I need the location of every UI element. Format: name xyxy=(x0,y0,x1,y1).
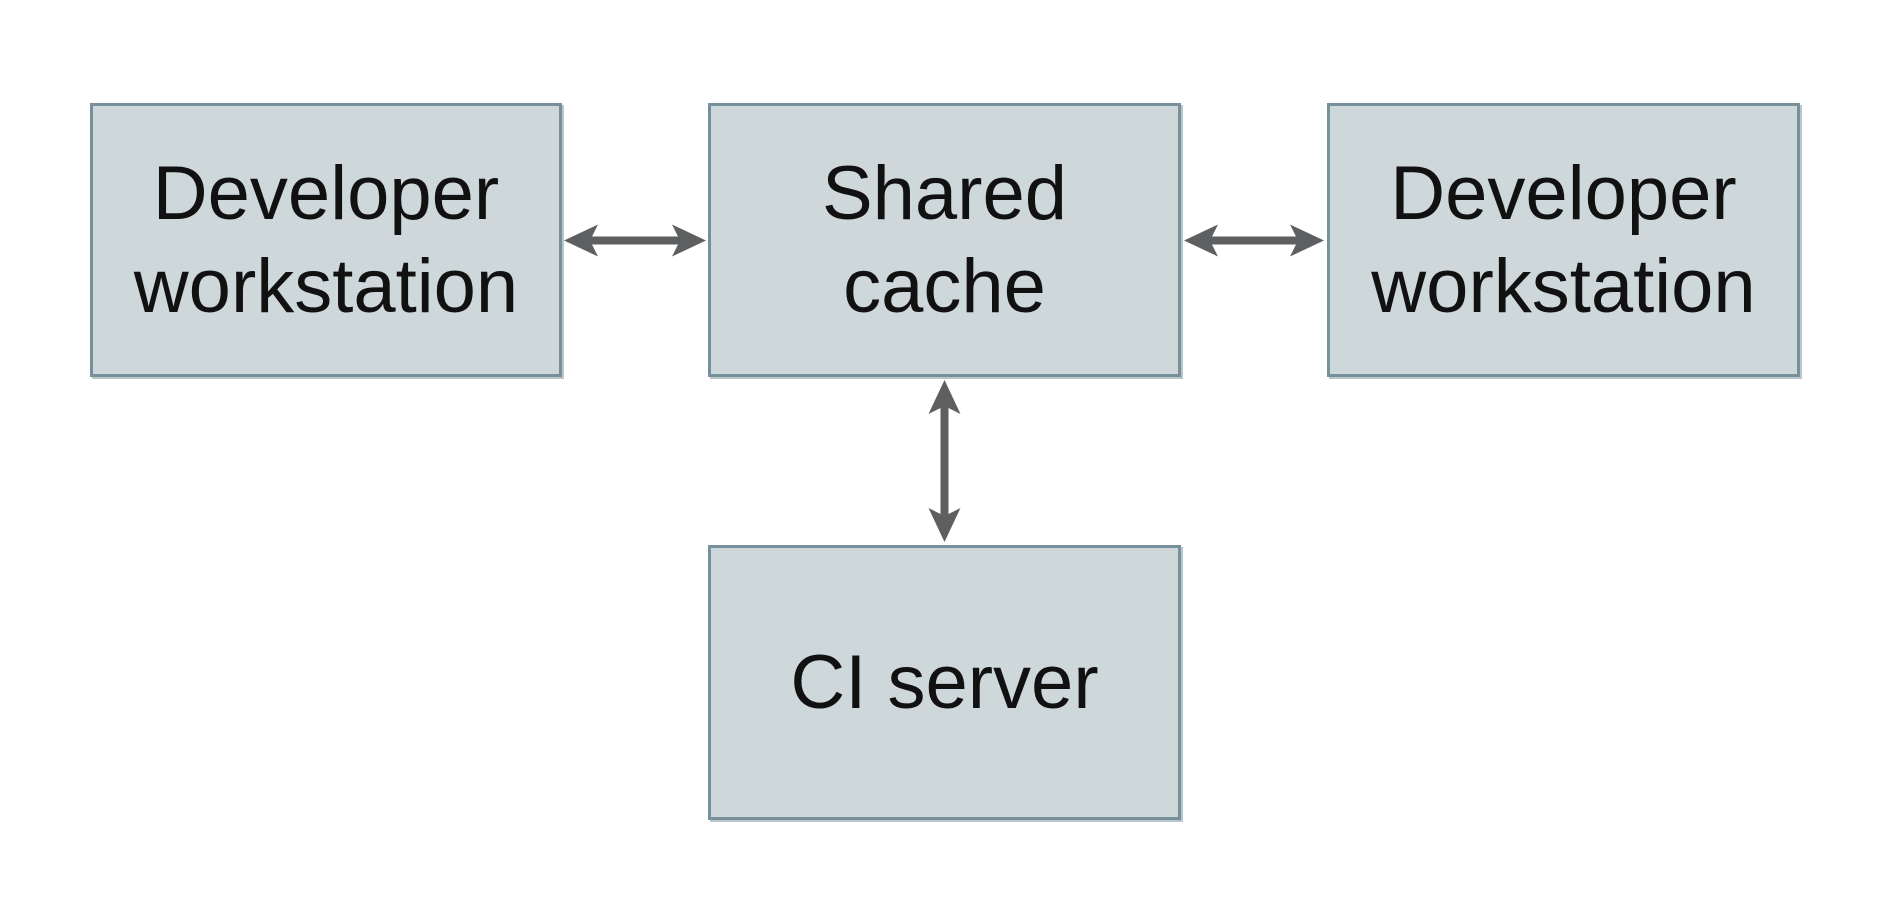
node-label-line: workstation xyxy=(133,244,519,329)
node-label-line: Developer xyxy=(1390,151,1737,236)
arrowhead-down-icon xyxy=(928,508,961,542)
node-label-line: Shared xyxy=(821,151,1068,236)
node-label-line: cache xyxy=(843,244,1046,329)
arrowhead-right-icon xyxy=(1290,224,1324,257)
arrowhead-right-icon xyxy=(672,224,706,257)
edge-left-workstation-shared-cache xyxy=(564,224,706,257)
arrowhead-left-icon xyxy=(1184,224,1218,257)
node-label-line: CI server xyxy=(790,640,1099,725)
arrowhead-left-icon xyxy=(564,224,598,257)
node-shared-cache: Shared cache xyxy=(708,103,1181,377)
arrowhead-up-icon xyxy=(928,380,961,414)
edge-shared-cache-ci-server xyxy=(928,380,961,542)
node-developer-workstation-right: Developer workstation xyxy=(1327,103,1800,377)
edge-shared-cache-right-workstation xyxy=(1184,224,1324,257)
node-label-line: workstation xyxy=(1371,244,1756,329)
node-label-line: Developer xyxy=(152,151,500,236)
node-ci-server: CI server xyxy=(708,545,1181,820)
node-developer-workstation-left: Developer workstation xyxy=(90,103,562,377)
